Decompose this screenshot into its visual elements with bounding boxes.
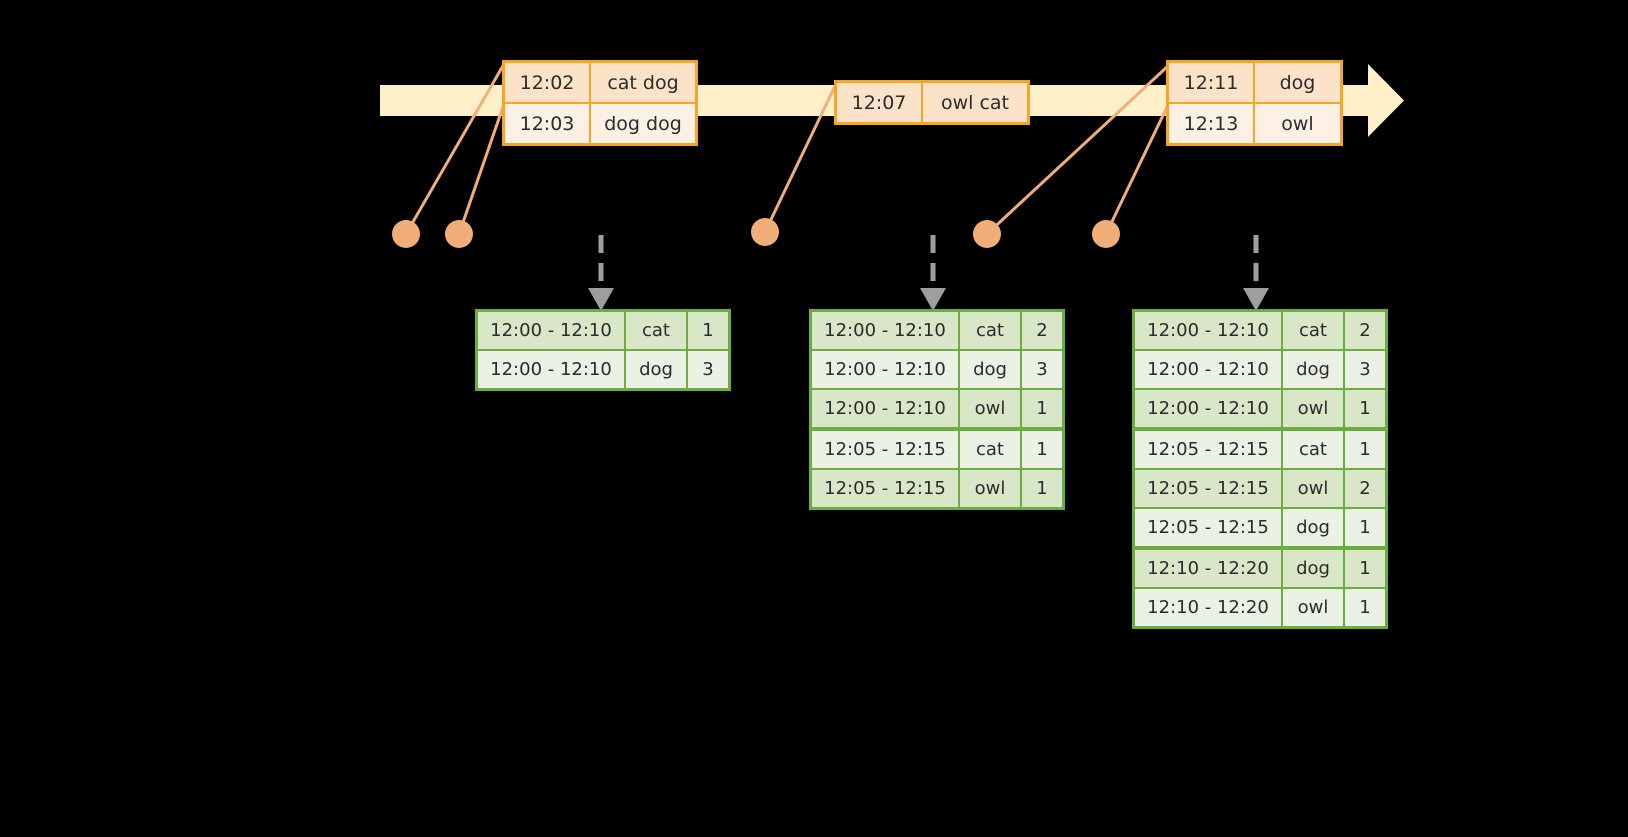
result-key: dog	[1283, 550, 1345, 587]
result-key: cat	[960, 431, 1022, 468]
marker-dot-4	[973, 220, 1001, 248]
table-row: 12:10 - 12:20 owl 1	[1135, 587, 1385, 626]
table-row: 12:00 - 12:10 owl 1	[1135, 388, 1385, 427]
event-group-1: 12:02 cat dog 12:03 dog dog	[502, 60, 698, 146]
result-window: 12:05 - 12:15	[1135, 470, 1283, 507]
result-count: 1	[1036, 478, 1048, 499]
result-count: 1	[1036, 439, 1048, 460]
table-row: 12:10 - 12:20 dog 1	[1135, 546, 1385, 587]
result-key: owl	[1283, 390, 1345, 427]
result-table-3: 12:00 - 12:10 cat 2 12:00 - 12:10 dog 3 …	[1132, 309, 1388, 629]
result-key: dog	[1283, 509, 1345, 546]
result-count: 1	[1036, 398, 1048, 419]
event-row: 12:13 owl	[1169, 102, 1340, 143]
result-window: 12:05 - 12:15	[812, 470, 960, 507]
event-words: dog	[1279, 71, 1316, 94]
event-row: 12:03 dog dog	[505, 102, 695, 143]
event-row: 12:11 dog	[1169, 63, 1340, 102]
result-count: 1	[1359, 439, 1371, 460]
marker-dot-5	[1092, 220, 1120, 248]
result-count: 2	[1036, 320, 1048, 341]
table-row: 12:00 - 12:10 dog 3	[812, 349, 1062, 388]
result-count: 1	[1359, 398, 1371, 419]
event-time: 12:02	[505, 63, 591, 102]
result-key: dog	[1283, 351, 1345, 388]
table-row: 12:05 - 12:15 owl 1	[812, 468, 1062, 507]
result-count: 2	[1359, 478, 1371, 499]
result-key: cat	[1283, 312, 1345, 349]
result-window: 12:00 - 12:10	[812, 312, 960, 349]
marker-dots	[392, 218, 1120, 248]
table-row: 12:00 - 12:10 cat 2	[812, 312, 1062, 349]
emit-arrowhead-1	[588, 288, 614, 311]
emit-arrowhead-3	[1243, 288, 1269, 311]
result-window: 12:00 - 12:10	[1135, 351, 1283, 388]
table-row: 12:00 - 12:10 cat 1	[478, 312, 728, 349]
result-key: cat	[960, 312, 1022, 349]
result-key: dog	[960, 351, 1022, 388]
result-key: owl	[1283, 589, 1345, 626]
table-row: 12:00 - 12:10 owl 1	[812, 388, 1062, 427]
result-window: 12:05 - 12:15	[1135, 509, 1283, 546]
table-row: 12:00 - 12:10 cat 2	[1135, 312, 1385, 349]
result-key: owl	[960, 390, 1022, 427]
table-row: 12:00 - 12:10 dog 3	[478, 349, 728, 388]
marker-dot-3	[751, 218, 779, 246]
marker-dot-2	[445, 220, 473, 248]
result-key: cat	[626, 312, 688, 349]
result-count: 1	[1359, 597, 1371, 618]
result-window: 12:00 - 12:10	[478, 312, 626, 349]
connector-line-3	[763, 82, 838, 234]
result-count: 1	[702, 320, 714, 341]
table-row: 12:05 - 12:15 dog 1	[1135, 507, 1385, 546]
result-window: 12:10 - 12:20	[1135, 589, 1283, 626]
connector-line-2	[457, 102, 506, 236]
result-count: 3	[702, 359, 714, 380]
result-window: 12:00 - 12:10	[812, 390, 960, 427]
result-key: owl	[1283, 470, 1345, 507]
result-count: 1	[1359, 558, 1371, 579]
emit-arrowhead-2	[920, 288, 946, 311]
table-row: 12:05 - 12:15 cat 1	[812, 427, 1062, 468]
event-group-3: 12:11 dog 12:13 owl	[1166, 60, 1343, 146]
event-time: 12:11	[1169, 63, 1255, 102]
event-row: 12:07 owl cat	[837, 83, 1027, 122]
table-row: 12:05 - 12:15 owl 2	[1135, 468, 1385, 507]
event-row: 12:02 cat dog	[505, 63, 695, 102]
result-window: 12:05 - 12:15	[812, 431, 960, 468]
event-time: 12:07	[837, 83, 923, 122]
marker-dot-1	[392, 220, 420, 248]
result-window: 12:00 - 12:10	[1135, 390, 1283, 427]
event-words: owl cat	[940, 91, 1010, 114]
result-key: owl	[960, 470, 1022, 507]
result-count: 3	[1036, 359, 1048, 380]
emit-arrowheads	[588, 288, 1269, 311]
result-table-2: 12:00 - 12:10 cat 2 12:00 - 12:10 dog 3 …	[809, 309, 1065, 510]
event-words: owl	[1281, 112, 1314, 135]
result-window: 12:00 - 12:10	[478, 351, 626, 388]
result-window: 12:00 - 12:10	[812, 351, 960, 388]
event-words: cat dog	[607, 71, 679, 94]
event-words: dog dog	[604, 112, 682, 135]
table-row: 12:05 - 12:15 cat 1	[1135, 427, 1385, 468]
result-count: 1	[1359, 517, 1371, 538]
result-window: 12:05 - 12:15	[1135, 431, 1283, 468]
emit-arrows	[598, 235, 1259, 292]
result-window: 12:10 - 12:20	[1135, 550, 1283, 587]
table-row: 12:00 - 12:10 dog 3	[1135, 349, 1385, 388]
result-key: cat	[1283, 431, 1345, 468]
event-time: 12:03	[505, 104, 591, 143]
result-count: 3	[1359, 359, 1371, 380]
result-window: 12:00 - 12:10	[1135, 312, 1283, 349]
result-key: dog	[626, 351, 688, 388]
result-count: 2	[1359, 320, 1371, 341]
connector-line-1	[404, 62, 506, 236]
event-group-2: 12:07 owl cat	[834, 80, 1030, 125]
connector-line-5	[1104, 103, 1170, 236]
result-table-1: 12:00 - 12:10 cat 1 12:00 - 12:10 dog 3	[475, 309, 731, 391]
event-time: 12:13	[1169, 104, 1255, 143]
